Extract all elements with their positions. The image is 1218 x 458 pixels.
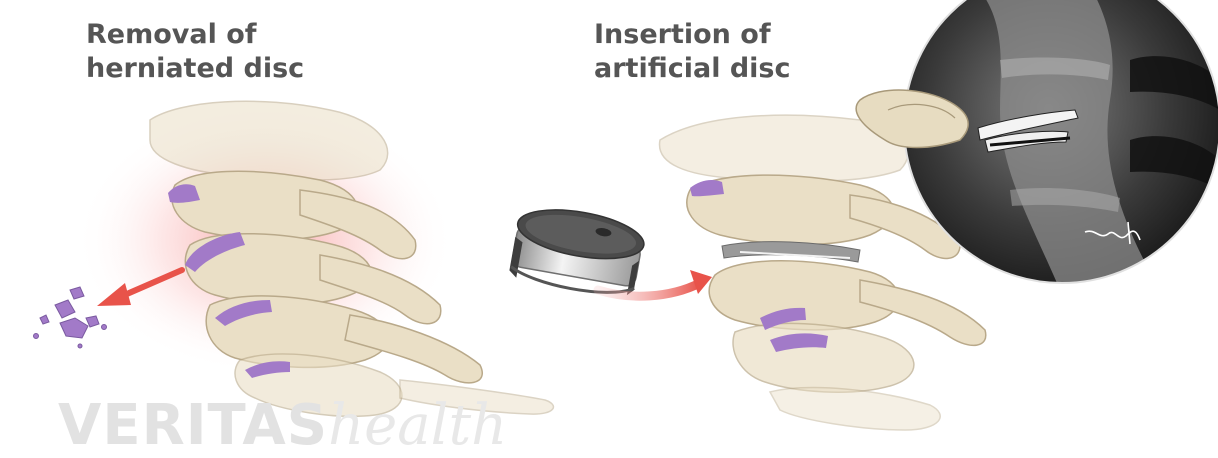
watermark-veritas: VERITAS — [58, 393, 328, 458]
xray-inset — [856, 0, 1218, 290]
artificial-disc-implant — [508, 201, 647, 299]
veritas-health-watermark: VERITAShealth — [58, 398, 507, 454]
watermark-health: health — [328, 393, 507, 458]
implanted-disc — [722, 242, 860, 262]
left-spine-illustration — [34, 101, 554, 416]
